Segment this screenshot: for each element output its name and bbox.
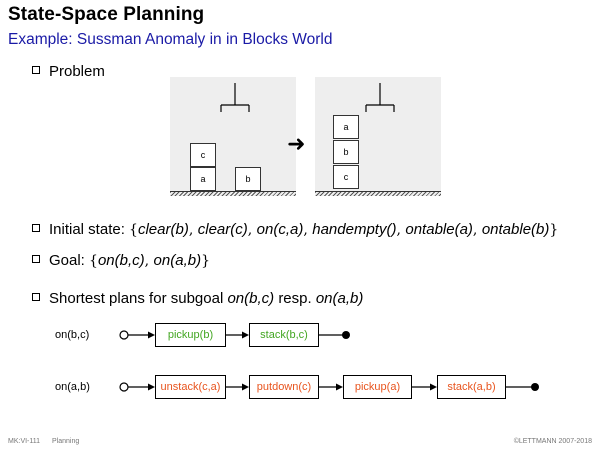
initial-literal: clear(c)	[197, 221, 248, 238]
slide-subtitle: Example: Sussman Anomaly in in Blocks Wo…	[8, 31, 333, 48]
initial-literal: handempty()	[312, 221, 397, 238]
block-c: c	[333, 165, 359, 189]
robot-hand-icon	[220, 83, 250, 112]
problem-label: Problem	[49, 63, 105, 80]
bullet-goal: Goal: {on(b,c), on(a,b)}	[32, 252, 210, 270]
initial-literal: ontable(a)	[405, 221, 473, 238]
action-pickup-a: pickup(a)	[343, 375, 412, 399]
bullet-marker	[32, 255, 40, 263]
bullet-marker	[32, 66, 40, 74]
goal-prefix: Goal:	[49, 252, 90, 269]
block-a: a	[333, 115, 359, 139]
block-c: c	[190, 143, 216, 167]
goal-literal: on(a,b)	[153, 252, 202, 269]
bullet-marker	[32, 224, 40, 232]
start-node	[119, 382, 129, 392]
block-a: a	[190, 167, 216, 191]
subgoal-2: on(a,b)	[315, 290, 364, 307]
block-b: b	[235, 167, 261, 191]
arrow-head-icon	[430, 383, 437, 391]
action-stack-a-b: stack(a,b)	[437, 375, 506, 399]
initial-literal: ontable(b)	[481, 221, 550, 238]
bullet-initial-state: Initial state: {clear(b), clear(c), on(c…	[32, 221, 558, 239]
arrow-head-icon	[148, 383, 155, 391]
arrow-head-icon	[242, 383, 249, 391]
bullet-shortest-plans: Shortest plans for subgoal on(b,c) resp.…	[32, 290, 363, 308]
initial-literal: clear(b)	[137, 221, 189, 238]
initial-state-prefix: Initial state:	[49, 221, 130, 238]
arrow-head-icon	[148, 331, 155, 339]
plans-text: Shortest plans for subgoal	[49, 290, 224, 307]
table-ground	[315, 191, 441, 196]
robot-hand-icon	[365, 83, 395, 112]
slide-title: State-Space Planning	[8, 4, 205, 25]
arrow-head-icon	[336, 383, 343, 391]
transition-arrow: ➜	[287, 131, 306, 156]
end-node	[342, 331, 350, 339]
action-pickup-b: pickup(b)	[155, 323, 226, 347]
footer-copyright: ©LETTMANN 2007-2018	[513, 438, 592, 445]
action-stack-b-c: stack(b,c)	[249, 323, 319, 347]
block-b: b	[333, 140, 359, 164]
bullet-problem: Problem	[32, 63, 105, 81]
start-node	[119, 330, 129, 340]
goal-state-scene: a b c	[315, 77, 441, 196]
subgoal-1: on(b,c)	[227, 290, 275, 307]
plan-label: on(b,c)	[55, 329, 90, 341]
footer-code: MK:VI-111	[8, 438, 41, 445]
initial-state-scene: c a b	[170, 77, 296, 196]
table-ground	[170, 191, 296, 196]
footer-topic: Planning	[52, 438, 80, 445]
arrow-head-icon	[242, 331, 249, 339]
bullet-marker	[32, 293, 40, 301]
end-node	[531, 383, 539, 391]
plan-label: on(a,b)	[55, 381, 90, 393]
goal-literal: on(b,c)	[97, 252, 145, 269]
action-putdown-c: putdown(c)	[249, 375, 319, 399]
plans-resp: resp.	[278, 290, 312, 307]
action-unstack-c-a: unstack(c,a)	[155, 375, 226, 399]
initial-literal: on(c,a)	[256, 221, 304, 238]
